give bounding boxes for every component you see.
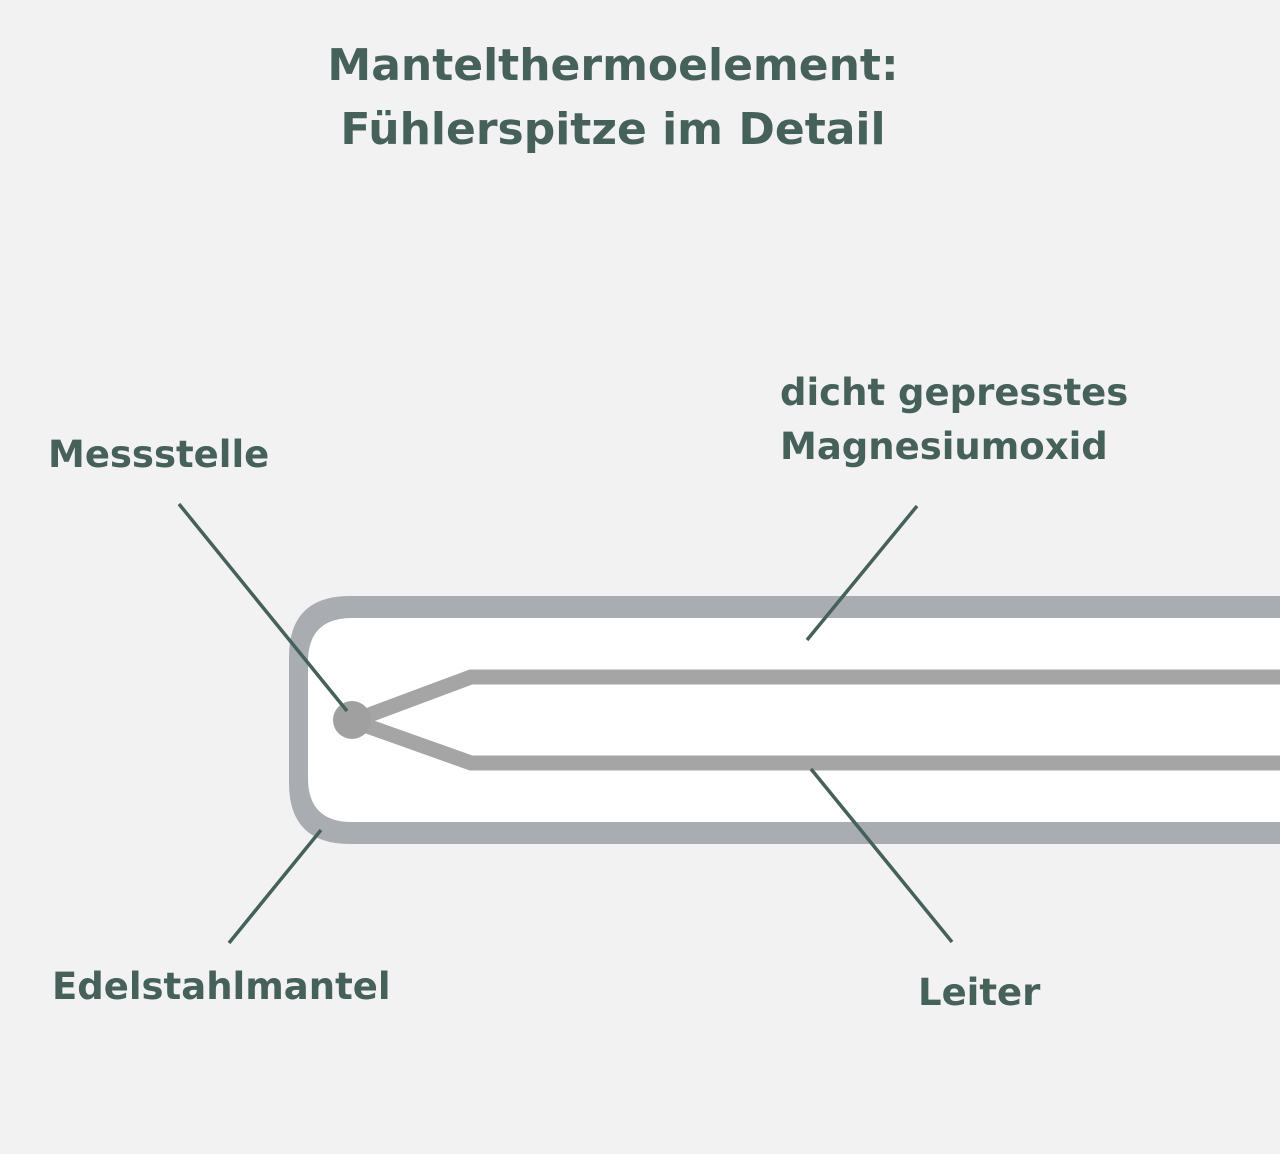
- label-magnesium-oxide: dicht gepresstes Magnesiumoxid: [780, 366, 1128, 474]
- title-line-1: Mantelthermoelement:: [327, 40, 899, 91]
- label-steel-sheath: Edelstahlmantel: [52, 965, 391, 1008]
- conductor-upper: [350, 669, 1280, 729]
- title-line-2: Fühlerspitze im Detail: [340, 104, 886, 155]
- leader-line-magnesium-oxide: [805, 504, 919, 642]
- leader-line-steel-sheath: [227, 828, 323, 945]
- label-conductor: Leiter: [918, 971, 1041, 1014]
- measuring-junction: [333, 701, 371, 739]
- diagram-title: Mantelthermoelement: Fühlerspitze im Det…: [0, 34, 1226, 162]
- label-measuring-point: Messstelle: [48, 433, 270, 476]
- leader-line-conductor: [809, 767, 954, 944]
- magnesium-oxide-fill: [308, 618, 1280, 822]
- label-magnesium-oxide-line-1: dicht gepresstes: [780, 371, 1129, 414]
- leader-line-measuring-point: [177, 502, 349, 713]
- label-magnesium-oxide-line-2: Magnesiumoxid: [780, 425, 1108, 468]
- conductor-lower: [350, 713, 1280, 771]
